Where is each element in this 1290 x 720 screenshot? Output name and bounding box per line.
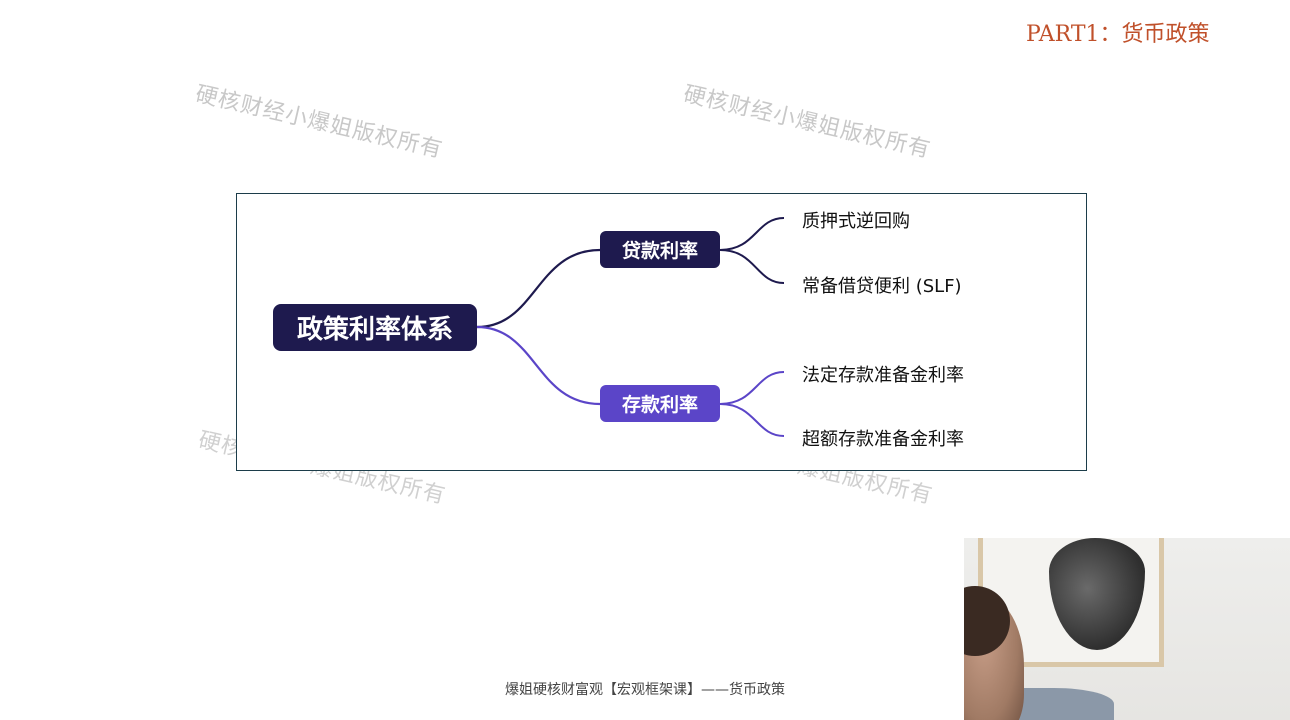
connector-root-deposit xyxy=(476,325,601,406)
webcam-overlay xyxy=(964,538,1290,720)
watermark: 硬核财经小爆姐版权所有 xyxy=(681,81,934,164)
connector-deposit-leaf3 xyxy=(719,371,785,405)
watermark: 硬核财经小爆姐版权所有 xyxy=(193,81,446,164)
artwork-shape xyxy=(1049,538,1145,650)
connector-deposit-leaf4 xyxy=(719,403,785,437)
part-title: PART1：货币政策 xyxy=(1026,22,1210,47)
connector-root-loan xyxy=(476,248,601,329)
leaf-node: 法定存款准备金利率 xyxy=(802,365,964,386)
mindmap-connectors xyxy=(476,217,785,437)
leaf-node: 质押式逆回购 xyxy=(802,211,910,232)
connector-loan-leaf1 xyxy=(719,217,785,251)
branch-node-loan-rate: 贷款利率 xyxy=(600,231,720,268)
connector-loan-leaf2 xyxy=(719,249,785,284)
leaf-node: 超额存款准备金利率 xyxy=(802,429,964,450)
root-node: 政策利率体系 xyxy=(273,304,477,351)
leaf-node: 常备借贷便利 (SLF) xyxy=(802,276,962,297)
branch-node-deposit-rate: 存款利率 xyxy=(600,385,720,422)
footer-caption: 爆姐硬核财富观【宏观框架课】——货币政策 xyxy=(505,682,785,698)
